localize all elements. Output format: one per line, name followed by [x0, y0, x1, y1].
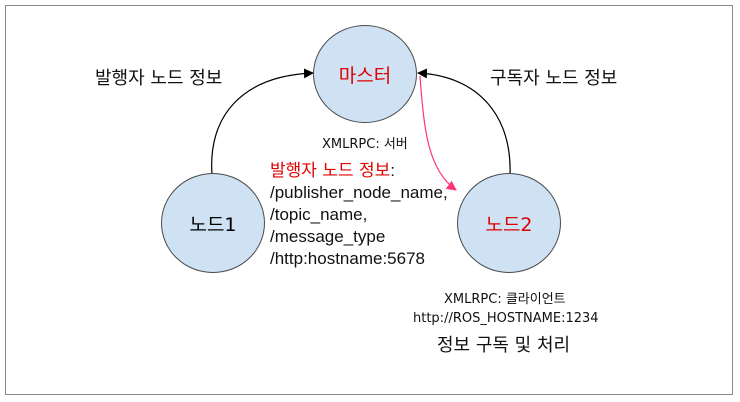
master-node-label: 마스터 — [338, 64, 392, 87]
node2-label: 노드2 — [485, 213, 533, 236]
node2-role-label: XMLRPC: 클라이언트 — [444, 292, 566, 307]
publisher-info-field: /http:hostname:5678 — [270, 249, 426, 268]
publisher-info-title: 발행자 노드 정보 — [270, 161, 391, 181]
node2-action-label: 정보 구독 및 처리 — [437, 335, 571, 356]
subscriber-info-label: 구독자 노드 정보 — [490, 68, 618, 89]
node2: 노드2 — [457, 173, 561, 273]
diagram-frame — [5, 5, 733, 395]
node2-address-label: http://ROS_HOSTNAME:1234 — [413, 311, 599, 326]
master-role-label: XMLRPC: 서버 — [322, 137, 408, 152]
arrow-master-to-node2 — [419, 75, 457, 191]
publisher-info-colon: : — [390, 161, 396, 180]
node1-label: 노드1 — [189, 213, 237, 236]
master-node: 마스터 — [313, 25, 417, 123]
publisher-info-block: 발행자 노드 정보: /publisher_node_name, /topic_… — [270, 160, 448, 270]
publisher-info-field: /publisher_node_name, — [270, 183, 448, 202]
publisher-info-field: /message_type — [270, 227, 386, 246]
publisher-info-label: 발행자 노드 정보 — [95, 68, 223, 89]
node1: 노드1 — [161, 173, 265, 273]
arrow-node2-to-master — [417, 68, 511, 175]
arrow-node1-to-master — [211, 68, 314, 175]
publisher-info-field: /topic_name, — [270, 205, 368, 224]
